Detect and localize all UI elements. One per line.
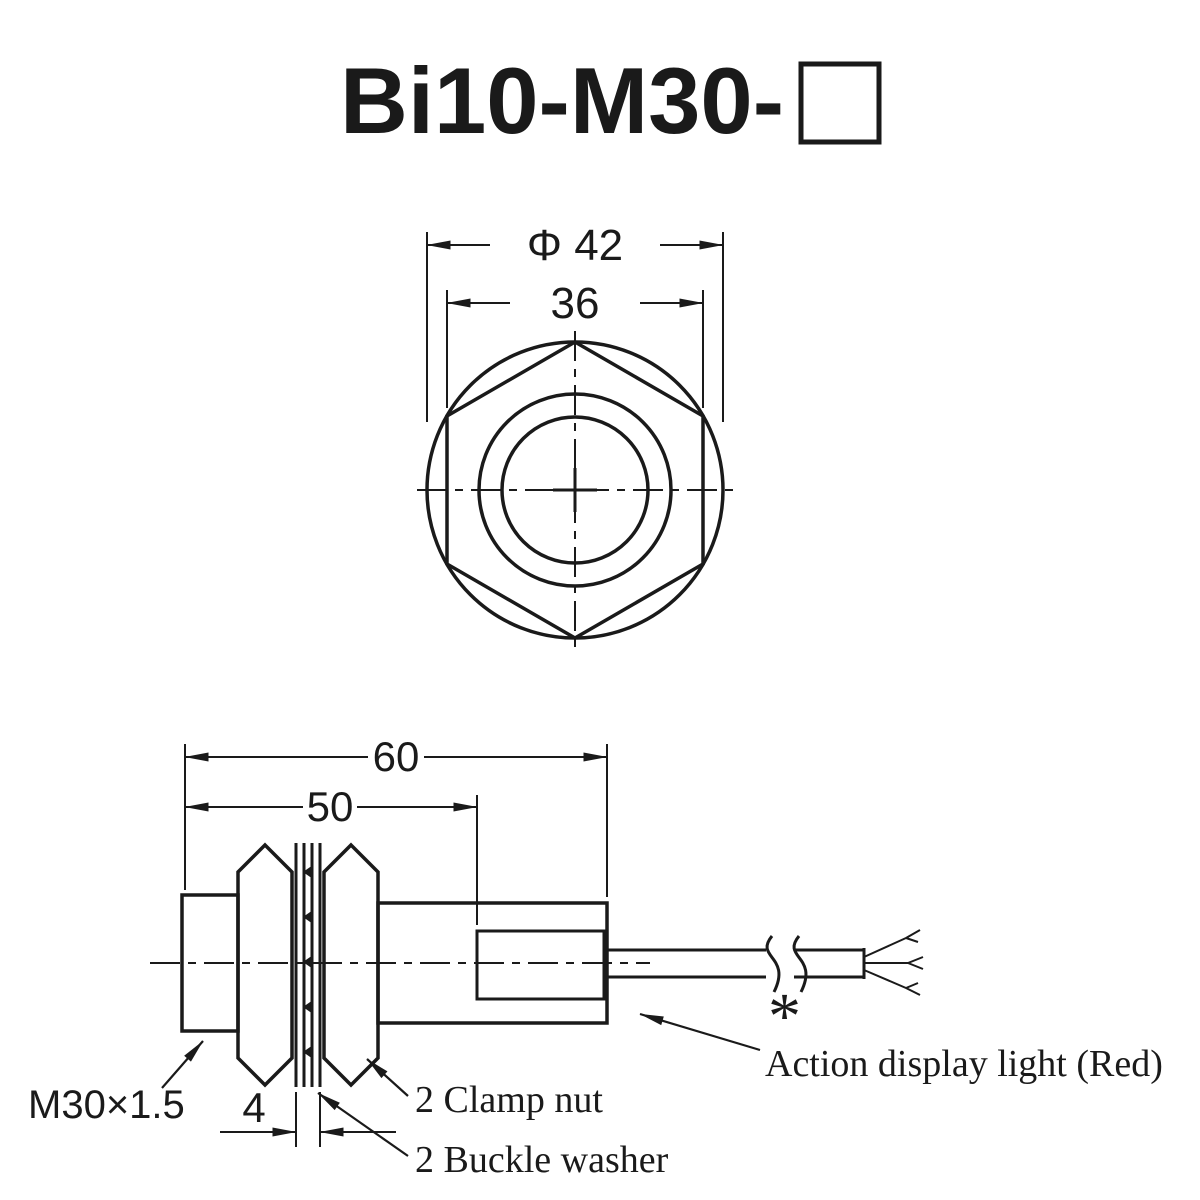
center-cross: [553, 468, 597, 512]
dimension-across-flats-36: 36: [446, 279, 704, 408]
thread-spec-callout: M30×1.5: [28, 1040, 204, 1127]
dimension-text-50: 50: [307, 783, 354, 830]
wire: [864, 956, 924, 970]
cable-break-curve: [765, 935, 781, 993]
sensor-barrel: [376, 901, 609, 1025]
wire: [863, 969, 921, 996]
sensing-face-outer-circle: [477, 392, 673, 588]
action-display-light-window: [475, 929, 606, 1001]
washer-tooth: [303, 955, 313, 969]
dimension-length-60: 60: [184, 733, 608, 897]
dimension-text-diameter: Φ 42: [527, 221, 623, 270]
clamp-nut-callout: 2 Clamp nut: [366, 1058, 603, 1121]
leader-line: [161, 1040, 204, 1089]
side-view: 60 50 4 M30×1.5 2 Clamp nut: [28, 733, 1163, 1181]
dimension-length-50: 50: [184, 783, 478, 925]
dimension-text-60: 60: [373, 733, 420, 780]
stripped-wires: [863, 929, 924, 996]
dimension-diameter-42: Φ 42: [426, 221, 724, 422]
footnote-asterisk: *: [768, 980, 801, 1053]
action-light-callout: * Action display light (Red): [639, 980, 1163, 1085]
washer-tooth: [303, 865, 313, 879]
sensing-face-inner-circle: [500, 415, 650, 565]
buckle-washer-callout: 2 Buckle washer: [317, 1092, 669, 1181]
leader-line: [317, 1092, 409, 1157]
action-light-label: Action display light (Red): [765, 1043, 1163, 1085]
model-suffix-box: [798, 61, 882, 145]
cable: [607, 929, 924, 996]
hex-nut-outline: [445, 339, 705, 641]
washer-tooth: [303, 910, 313, 924]
title-block: Bi10-M30-: [340, 48, 882, 153]
clamp-nut-2: [322, 842, 380, 1088]
buckle-washer-label: 2 Buckle washer: [415, 1139, 669, 1181]
wire: [863, 929, 921, 958]
washer-tooth: [303, 1000, 313, 1014]
dimension-text-flats: 36: [551, 279, 600, 328]
model-number: Bi10-M30-: [340, 48, 784, 153]
cable-break-curve: [792, 935, 808, 993]
washer-tooth: [303, 1045, 313, 1059]
leader-line: [366, 1058, 409, 1097]
front-view: Φ 42 36: [417, 221, 733, 650]
clamp-nut-label: 2 Clamp nut: [415, 1079, 603, 1121]
leader-line: [639, 1012, 761, 1052]
dimension-text-4: 4: [242, 1084, 265, 1131]
clamp-nut-1: [236, 842, 294, 1088]
thread-spec-label: M30×1.5: [28, 1083, 185, 1127]
dimension-washer-4: 4: [220, 1084, 396, 1147]
buckle-washers: [294, 843, 322, 1087]
